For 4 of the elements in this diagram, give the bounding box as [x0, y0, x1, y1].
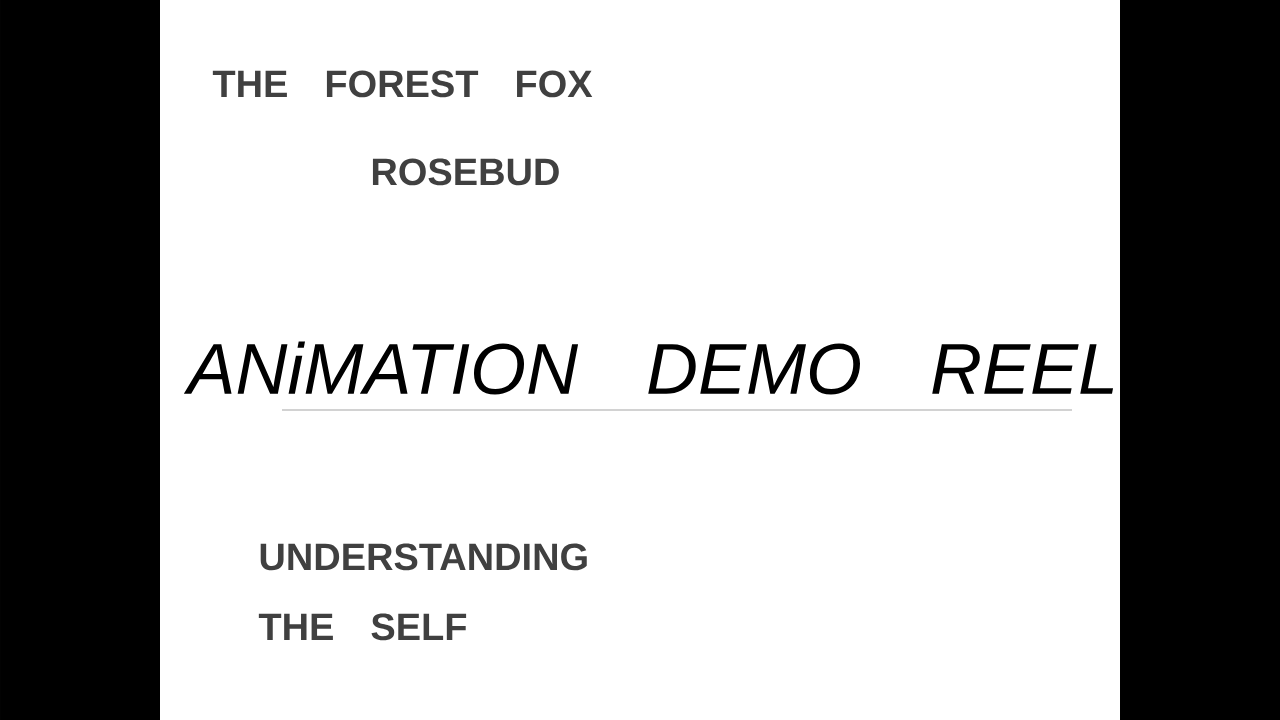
- film-title: UNDERSTANDING THE SELF: [258, 543, 587, 641]
- title: ANiMATION DEMO REEL: [183, 341, 1114, 395]
- film-title: ROSEBUD: [372, 158, 559, 186]
- film-title: THE FOREST FOX: [212, 70, 593, 98]
